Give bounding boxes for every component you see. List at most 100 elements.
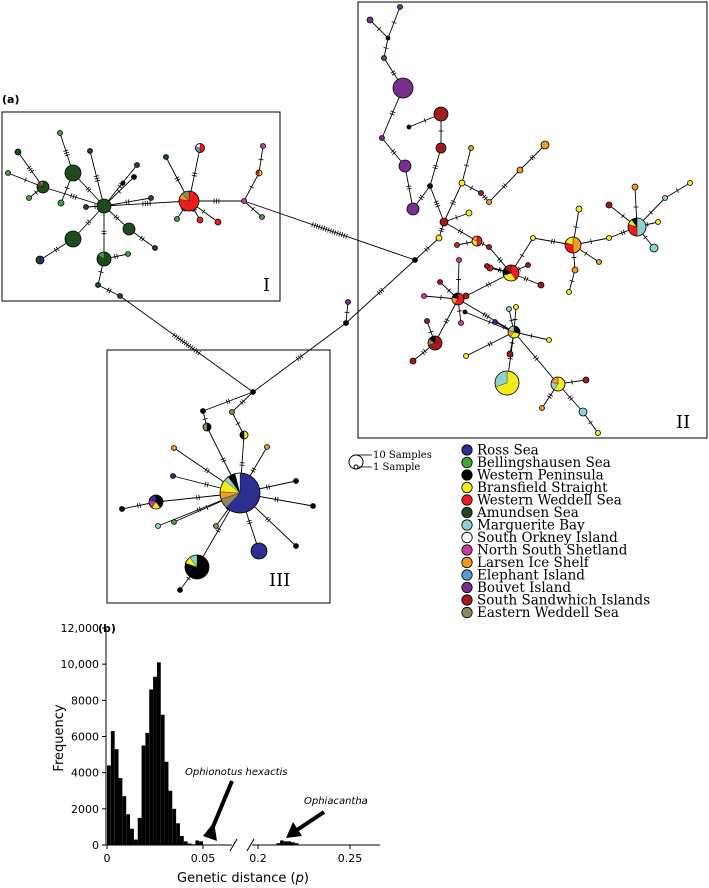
legend-label: South Orkney Island bbox=[477, 530, 618, 546]
network-edge bbox=[465, 331, 515, 357]
legend-swatch bbox=[461, 556, 473, 569]
mutation-tick bbox=[499, 267, 502, 274]
mutation-tick bbox=[74, 194, 77, 200]
legend-swatch bbox=[461, 606, 473, 619]
mutation-tick bbox=[64, 186, 70, 190]
mutation-tick bbox=[93, 175, 99, 178]
mutation-tick bbox=[646, 221, 649, 228]
y-tick-label: 6000 bbox=[71, 731, 99, 744]
haplotype-node bbox=[513, 304, 519, 310]
mutation-tick bbox=[391, 72, 397, 76]
mutation-tick bbox=[567, 395, 572, 400]
network-edge bbox=[103, 197, 152, 207]
mutation-tick bbox=[125, 199, 128, 205]
mutation-tick bbox=[380, 287, 385, 292]
mutation-tick bbox=[523, 276, 527, 282]
mutation-tick bbox=[376, 291, 381, 296]
haplotype-node bbox=[214, 218, 222, 226]
haplotype-node bbox=[537, 281, 545, 289]
haplotype-node bbox=[35, 255, 45, 265]
mutation-tick bbox=[172, 332, 176, 338]
mutation-tick bbox=[451, 199, 456, 203]
haplotype-node bbox=[343, 320, 349, 326]
x-tick-label: 0.25 bbox=[338, 852, 363, 865]
mutation-tick bbox=[343, 233, 346, 239]
region-label-III: III bbox=[269, 570, 290, 591]
scale-label-small: 1 Sample bbox=[373, 462, 420, 473]
haplotype-node bbox=[649, 243, 659, 253]
mutation-tick bbox=[139, 502, 142, 508]
mutation-tick bbox=[390, 70, 396, 74]
haplotype-node bbox=[456, 257, 462, 263]
haplotype-node bbox=[170, 473, 176, 479]
haplotype-node bbox=[229, 409, 235, 415]
mutation-tick bbox=[459, 229, 464, 235]
histogram-bar bbox=[133, 839, 138, 845]
mutation-tick bbox=[249, 185, 254, 189]
mutation-tick bbox=[315, 223, 319, 229]
mutation-tick bbox=[590, 238, 592, 245]
legend-label: Eastern Weddell Sea bbox=[477, 605, 619, 621]
mutation-tick bbox=[424, 247, 429, 252]
y-tick-label: 8000 bbox=[71, 694, 99, 707]
haplotype-node bbox=[87, 148, 93, 154]
haplotype-node bbox=[163, 154, 169, 160]
network-edge bbox=[414, 237, 440, 261]
haplotype-node bbox=[462, 309, 468, 315]
mutation-tick bbox=[507, 357, 513, 360]
histogram-bar bbox=[287, 841, 292, 845]
mutation-tick bbox=[390, 110, 396, 114]
mutation-tick bbox=[108, 288, 112, 294]
mutation-tick bbox=[502, 324, 507, 330]
histogram-bar bbox=[164, 761, 169, 845]
haplotype-node bbox=[171, 445, 177, 451]
region-label-II: II bbox=[676, 412, 690, 433]
mutation-tick bbox=[53, 247, 58, 253]
mutation-tick bbox=[643, 235, 648, 240]
mutation-tick bbox=[198, 494, 200, 500]
mutation-tick bbox=[485, 282, 489, 288]
network-edge bbox=[443, 182, 463, 223]
mutation-tick bbox=[484, 313, 488, 318]
mutation-tick bbox=[192, 208, 197, 213]
haplotype-node bbox=[435, 142, 447, 154]
mutation-tick bbox=[438, 230, 444, 233]
mutation-tick bbox=[569, 279, 575, 283]
mutation-tick bbox=[235, 421, 241, 426]
mutation-tick bbox=[383, 47, 389, 49]
haplotype-node bbox=[507, 325, 521, 339]
mutation-tick bbox=[439, 227, 445, 230]
region-label-I: I bbox=[263, 275, 270, 296]
mutation-tick bbox=[195, 349, 199, 354]
y-tick-label: 2000 bbox=[71, 803, 99, 816]
haplotype-node bbox=[119, 506, 125, 512]
mutation-tick bbox=[186, 576, 191, 581]
network-edge bbox=[443, 221, 478, 242]
haplotype-node bbox=[96, 198, 112, 214]
network-edge bbox=[488, 169, 521, 203]
mutation-tick bbox=[179, 338, 184, 343]
haplotype-node bbox=[406, 124, 412, 130]
x-tick-label: 0.2 bbox=[249, 852, 267, 865]
haplotype-node bbox=[36, 180, 50, 194]
mutation-tick bbox=[391, 21, 397, 24]
mutation-tick bbox=[456, 310, 463, 312]
scale-circle-small bbox=[353, 464, 359, 470]
mutation-tick bbox=[378, 289, 383, 294]
arrow-ophiacantha-shaft bbox=[292, 810, 326, 834]
axis-break-mark-right bbox=[246, 838, 255, 852]
mutation-tick bbox=[331, 229, 335, 235]
haplotype-node bbox=[125, 251, 131, 257]
legend-label: South Sandwhich Islands bbox=[477, 593, 650, 609]
haplotype-node bbox=[148, 494, 164, 510]
haplotype-node bbox=[595, 430, 601, 436]
mutation-tick bbox=[419, 194, 425, 199]
haplotype-node bbox=[345, 299, 351, 305]
mutation-tick bbox=[324, 226, 328, 232]
histogram-bar bbox=[122, 796, 127, 845]
mutation-tick bbox=[202, 418, 208, 420]
mutation-tick bbox=[573, 226, 579, 228]
mutation-tick bbox=[94, 177, 100, 180]
